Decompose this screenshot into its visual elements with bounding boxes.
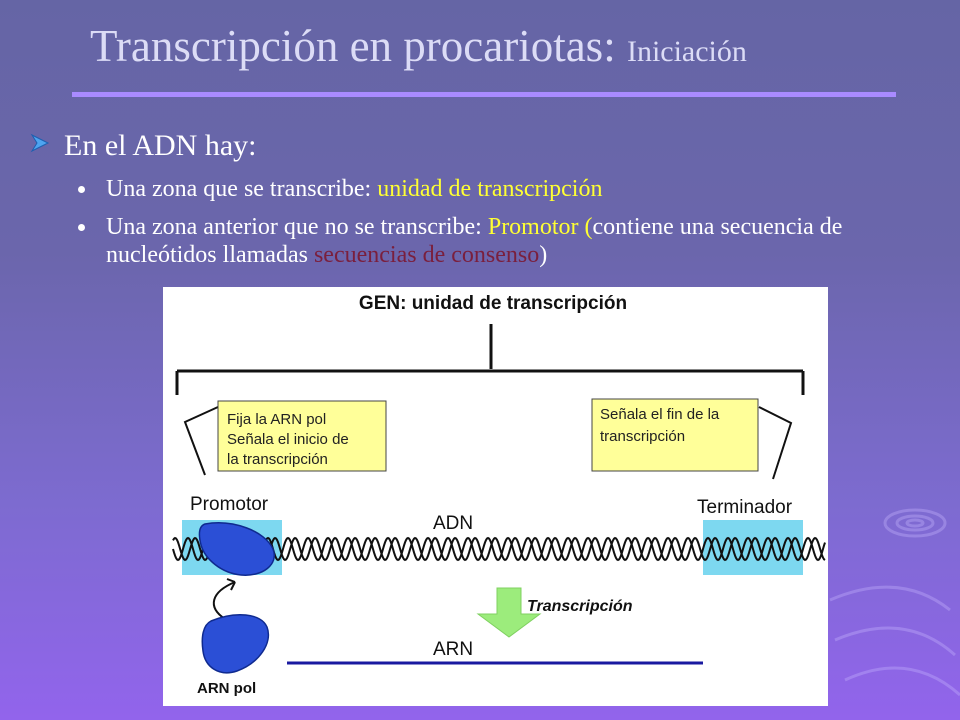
terminator-pointer [758, 406, 793, 480]
promoter-info-box [217, 400, 387, 472]
bound-polymerase [198, 522, 275, 576]
page-title: Transcripción en procariotas: Iniciación [90, 20, 747, 72]
promoter-box-line-2: Señala el inicio de [227, 431, 349, 448]
main-bullet: En el ADN hay: [30, 129, 256, 163]
promoter-box-line-1: Fija la ARN pol [227, 411, 326, 428]
dna-strand-2 [172, 536, 826, 562]
arrow-bullet-icon [30, 133, 50, 153]
gene-bracket [175, 324, 805, 395]
highlight-unidad: unidad de transcripción [377, 176, 603, 202]
free-polymerase [201, 614, 270, 674]
highlight-promotor: Promotor ( [487, 214, 593, 240]
adn-label: ADN [433, 513, 473, 534]
terminator-box-line-2: transcripción [600, 428, 685, 445]
gen-label: GEN: unidad de transcripción [359, 293, 627, 314]
sub-bullet-1: Una zona que se transcribe: unidad de tr… [78, 175, 898, 203]
gene-diagram: GEN: unidad de transcripción Fija la ARN… [163, 287, 828, 706]
transcripcion-label: Transcripción [527, 598, 633, 615]
promoter-pointer [183, 406, 219, 476]
terminator-info-box [591, 398, 759, 472]
bullet-dot-icon [78, 224, 85, 231]
binding-arrowhead-icon [226, 578, 236, 591]
title-underline [72, 92, 896, 97]
bullet-dot-icon [78, 186, 85, 193]
main-bullet-text: En el ADN hay: [64, 129, 257, 162]
binding-arrow [212, 581, 236, 620]
highlight-consenso: secuencias de consenso [313, 242, 540, 268]
terminador-label: Terminador [697, 497, 793, 518]
sub-bullet-2: Una zona anterior que no se transcribe: … [78, 213, 930, 269]
promoter-box-line-3: la transcripción [227, 451, 328, 468]
title-main: Transcripción en procariotas: [90, 21, 616, 71]
title-sub: Iniciación [626, 35, 747, 68]
transcription-arrow-icon [476, 587, 542, 638]
promotor-label: Promotor [190, 494, 269, 515]
arn-pol-label: ARN pol [197, 680, 256, 697]
arn-label: ARN [433, 639, 473, 660]
terminator-box-line-1: Señala el fin de la [600, 406, 720, 423]
